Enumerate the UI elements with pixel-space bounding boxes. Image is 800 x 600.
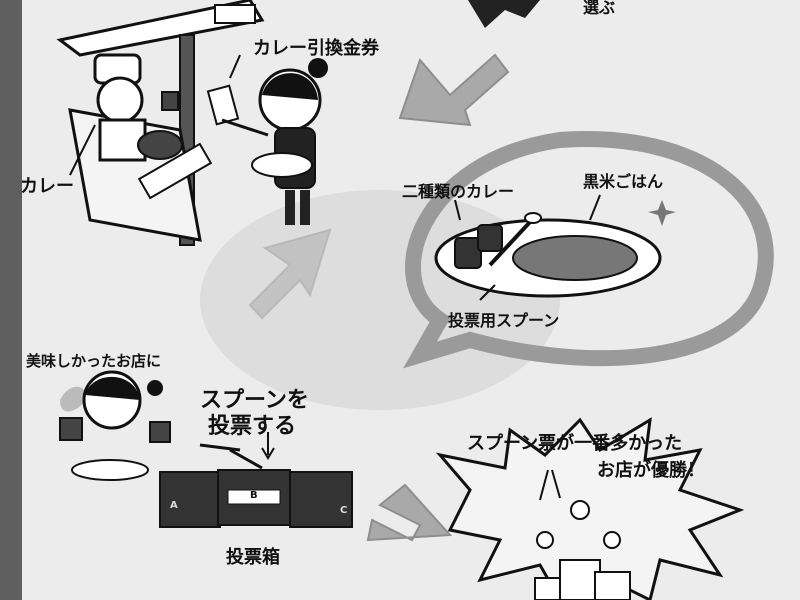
thought-bubble — [403, 131, 774, 369]
sparkle-icon — [648, 200, 676, 226]
box-label-c: C — [340, 505, 348, 516]
curry-plate — [434, 212, 662, 298]
flow-arrow-3 — [366, 483, 453, 542]
ballot-box-label: 投票箱 — [226, 547, 280, 568]
two-curries-label: 二種類のカレー — [402, 182, 515, 201]
ballot-boxes — [159, 443, 353, 528]
chef-figure — [93, 53, 183, 162]
winner-line2: お店が優勝！ — [597, 460, 705, 481]
black-rice-label: 黒米ごはん — [583, 172, 664, 191]
winner-line1: スプーン票が一番多かった — [467, 433, 683, 454]
top-fragment-label: 選ぶ — [583, 0, 616, 17]
voting-spoon-label: 投票用スプーン — [448, 311, 560, 330]
flow-arrow-1 — [398, 53, 510, 127]
top-arrow-fragment — [468, 0, 540, 28]
vote-spoon-line1: スプーンを — [200, 388, 309, 413]
tasting-person — [59, 370, 171, 481]
delicious-shop-label: 美味しかったお店に — [26, 352, 162, 370]
podium — [534, 469, 631, 600]
box-label-b: B — [250, 490, 258, 501]
curry-label: カレー — [20, 176, 74, 197]
box-label-a: A — [170, 500, 178, 511]
curry-ticket-label: カレー引換金券 — [253, 38, 379, 59]
vote-spoon-line2: 投票する — [208, 414, 297, 439]
customer-figure — [206, 58, 328, 225]
background-strip — [0, 0, 22, 600]
